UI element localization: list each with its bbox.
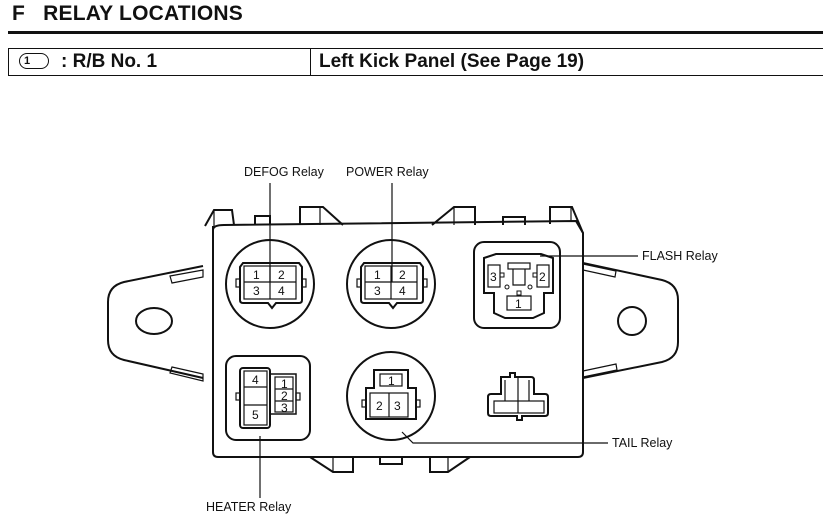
tail-relay-label: TAIL Relay	[612, 436, 673, 450]
power-pin-2: 2	[399, 268, 406, 282]
title-rule	[8, 31, 823, 34]
defog-relay-label: DEFOG Relay	[244, 165, 325, 179]
tail-leader-line	[401, 431, 608, 444]
spare-relay-socket[interactable]	[487, 372, 549, 421]
flash-pin-2: 2	[539, 270, 546, 284]
right-mounting-hole	[617, 306, 647, 336]
tail-pin-1: 1	[388, 374, 395, 388]
flash-relay-socket[interactable]	[473, 241, 561, 329]
left-mounting-flange	[107, 265, 204, 382]
heater-pin-1: 1	[281, 377, 288, 391]
location-description: Left Kick Panel (See Page 19)	[319, 51, 585, 72]
heater-pin-4: 4	[252, 373, 259, 387]
location-description-cell: Left Kick Panel (See Page 19)	[311, 49, 823, 75]
heater-pin-2: 2	[281, 389, 288, 403]
heater-relay-socket[interactable]	[225, 355, 311, 441]
tail-pin-3: 3	[394, 399, 401, 413]
left-mounting-hole	[135, 307, 173, 335]
relay-block-label: : R/B No. 1	[61, 51, 158, 72]
power-relay-socket[interactable]	[346, 239, 436, 329]
defog-pin-1: 1	[253, 268, 260, 282]
heater-pin-5: 5	[252, 408, 259, 422]
relay-block-housing	[204, 206, 584, 473]
flash-pin-1: 1	[515, 297, 522, 311]
flash-relay-label: FLASH Relay	[642, 249, 718, 263]
defog-pin-3: 3	[253, 284, 260, 298]
power-pin-1: 1	[374, 268, 381, 282]
location-code-cell: 1 : R/B No. 1	[9, 49, 311, 75]
power-pin-4: 4	[399, 284, 406, 298]
power-relay-label: POWER Relay	[346, 165, 429, 179]
heater-relay-label: HEATER Relay	[206, 500, 292, 514]
flash-pin-3: 3	[490, 270, 497, 284]
section-title-text: RELAY LOCATIONS	[43, 2, 243, 25]
circled-number-icon: 1	[19, 53, 49, 69]
right-mounting-flange	[582, 262, 679, 379]
leader-lines	[259, 183, 638, 498]
tail-pin-2: 2	[376, 399, 383, 413]
power-pin-3: 3	[374, 284, 381, 298]
section-title: F RELAY LOCATIONS	[12, 2, 243, 26]
section-letter: F	[12, 2, 26, 25]
defog-pin-2: 2	[278, 268, 285, 282]
defog-pin-4: 4	[278, 284, 285, 298]
heater-pin-3: 3	[281, 401, 288, 415]
location-row: 1 : R/B No. 1 Left Kick Panel (See Page …	[8, 48, 823, 76]
tail-relay-socket[interactable]	[346, 351, 436, 441]
